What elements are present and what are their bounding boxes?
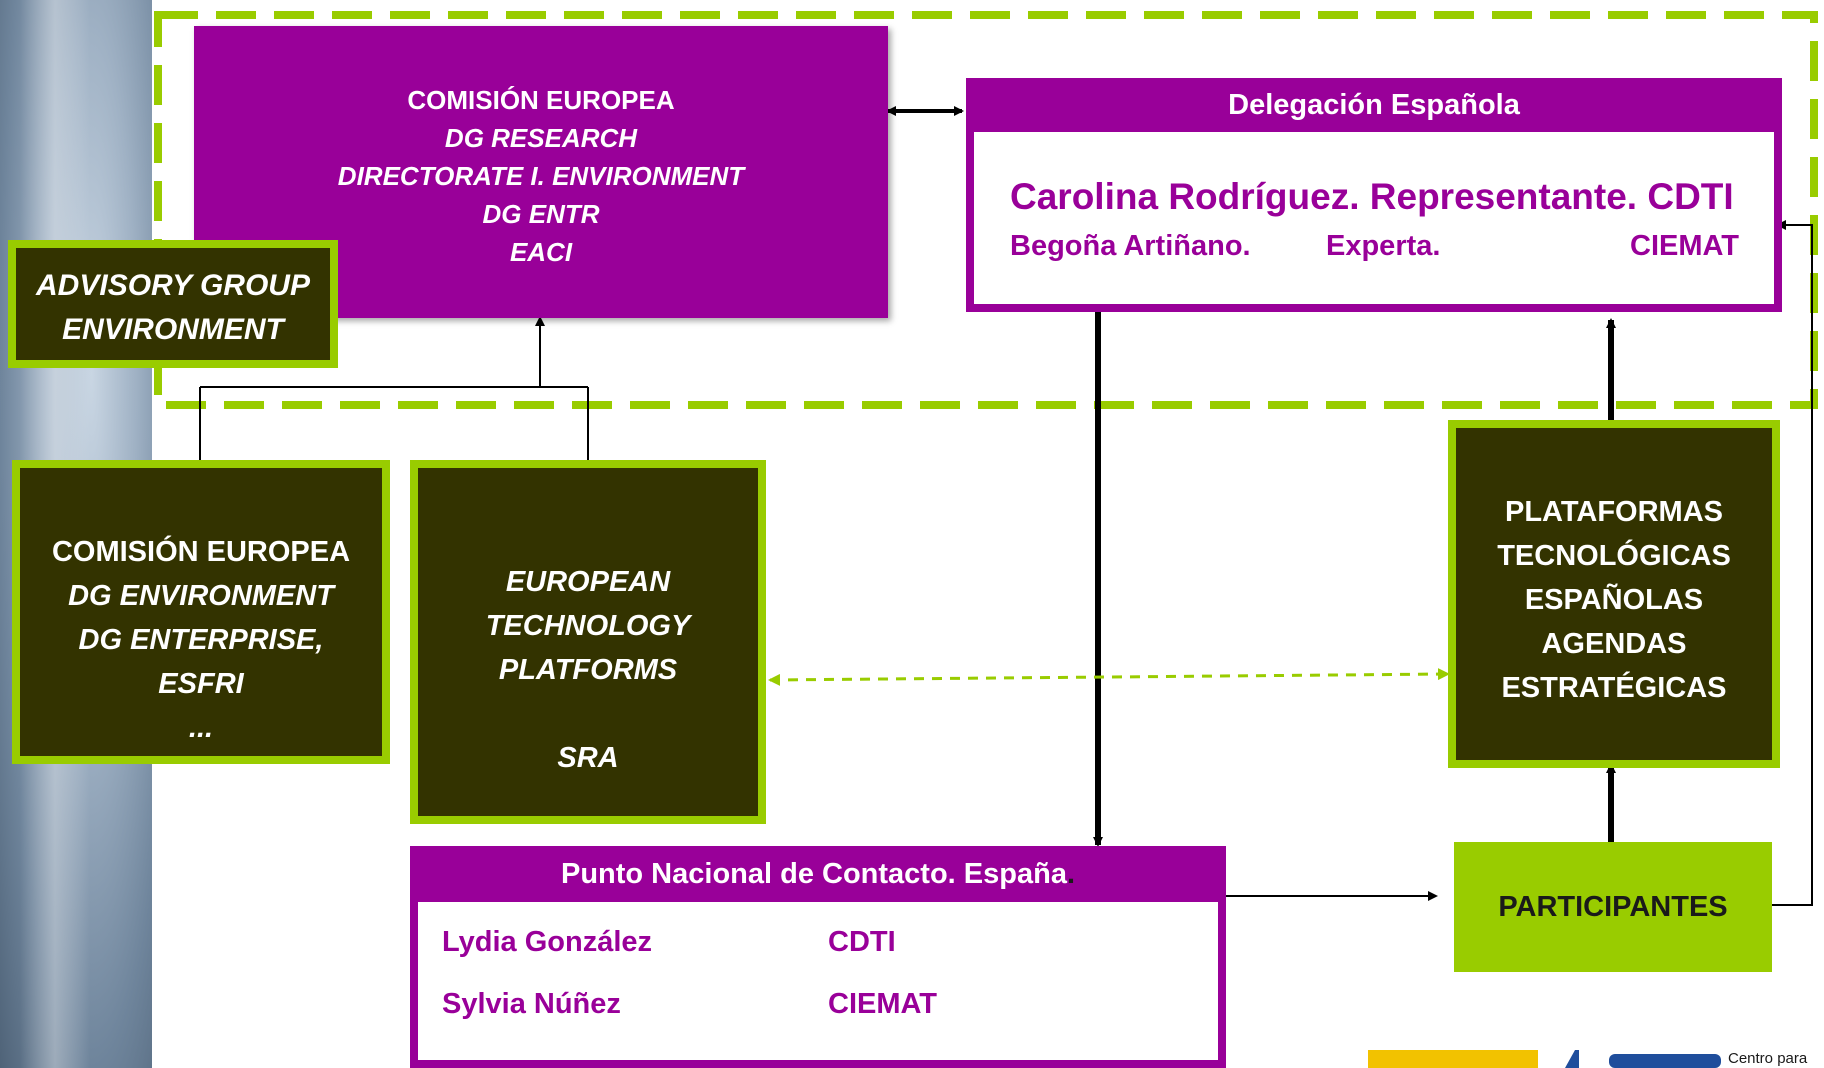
etp-box: EUROPEAN TECHNOLOGY PLATFORMS SRA	[410, 460, 766, 824]
delegacion-rep-org: CDTI	[1647, 176, 1734, 217]
plataformas-line1: PLATAFORMAS	[1504, 496, 1723, 528]
pnc-contact-1: Lydia González CDTI	[442, 926, 1142, 966]
participantes-label: PARTICIPANTES	[1498, 891, 1728, 923]
pnc-contact-2-org: CIEMAT	[828, 988, 938, 1020]
delegacion-exp-role: Experta.	[1326, 230, 1441, 262]
delegacion-rep-name: Carolina Rodríguez.	[1010, 176, 1360, 217]
etp-line2: TECHNOLOGY	[485, 610, 691, 642]
delegacion-box: Delegación Española Carolina Rodríguez. …	[966, 78, 1782, 312]
advisory-group-box: ADVISORY GROUP ENVIRONMENT	[8, 240, 338, 368]
delegacion-exp-name: Begoña Artiñano.	[1010, 230, 1251, 262]
comision-dg-env-line5: ...	[188, 712, 214, 744]
advisory-line1: ADVISORY GROUP	[36, 269, 310, 302]
pnc-contact-2-name: Sylvia Núñez	[442, 988, 621, 1020]
comision-dg-research-box: COMISIÓN EUROPEA DG RESEARCH DIRECTORATE…	[194, 26, 888, 318]
pnc-contact-1-name: Lydia González	[442, 926, 653, 958]
delegacion-rep-role: Representante.	[1369, 176, 1638, 217]
delegacion-exp-row: Begoña Artiñano. Experta. CIEMAT	[1010, 230, 1750, 266]
plataformas-line5: ESTRATÉGICAS	[1501, 672, 1727, 704]
advisory-line2: ENVIRONMENT	[62, 313, 284, 346]
comision-dg-env-line1: COMISIÓN EUROPEA	[51, 536, 351, 568]
comision-dg-env-line4: ESFRI	[158, 668, 244, 700]
etp-line3: PLATFORMS	[498, 654, 678, 686]
cdti-logo	[1565, 1050, 1721, 1068]
logo-caption: Centro para	[1728, 1050, 1808, 1067]
etp-spacer	[418, 692, 758, 736]
pnc-header-dot: .	[1066, 858, 1076, 890]
plataformas-line3: ESPAÑOLAS	[1524, 584, 1704, 616]
comision-dg-env-box: COMISIÓN EUROPEA DG ENVIRONMENT DG ENTER…	[12, 460, 390, 764]
arrow-participantes-delegacion	[1772, 220, 1813, 906]
delegacion-exp-org: CIEMAT	[1630, 230, 1740, 262]
pnc-box: Punto Nacional de Contacto. España. Lydi…	[410, 846, 1226, 1068]
comision-dg-research-line4: DG ENTR	[482, 199, 600, 229]
etp-line1: EUROPEAN	[505, 566, 671, 598]
comision-dg-research-line5: EACI	[509, 237, 573, 267]
plataformas-line4: AGENDAS	[1541, 628, 1687, 660]
plataformas-line2: TECNOLÓGICAS	[1497, 540, 1731, 572]
delegacion-header: Delegación Española	[966, 78, 1782, 132]
delegacion-rep-row: Carolina Rodríguez. Representante. CDTI	[1010, 176, 1750, 218]
ministry-logo	[1368, 1050, 1538, 1068]
delegacion-header-text: Delegación Española	[1228, 89, 1520, 121]
arrow-etp-plataformas	[768, 668, 1450, 686]
pnc-contact-1-org: CDTI	[828, 926, 896, 958]
pnc-header: Punto Nacional de Contacto. España.	[410, 846, 1226, 902]
etp-line4: SRA	[557, 742, 619, 774]
plataformas-box: PLATAFORMAS TECNOLÓGICAS ESPAÑOLAS AGEND…	[1448, 420, 1780, 768]
comision-dg-env-line2: DG ENVIRONMENT	[68, 580, 334, 612]
participantes-box: PARTICIPANTES	[1454, 842, 1772, 972]
pnc-header-text: Punto Nacional de Contacto. España	[560, 858, 1067, 890]
comision-dg-research-line1: COMISIÓN EUROPEA	[407, 85, 675, 115]
pnc-contact-2: Sylvia Núñez CIEMAT	[442, 988, 1142, 1028]
dashed-frame	[154, 11, 1818, 409]
comision-dg-research-line3: DIRECTORATE I. ENVIRONMENT	[337, 161, 745, 191]
comision-dg-env-line3: DG ENTERPRISE,	[78, 624, 324, 656]
comision-dg-research-line2: DG RESEARCH	[444, 123, 638, 153]
